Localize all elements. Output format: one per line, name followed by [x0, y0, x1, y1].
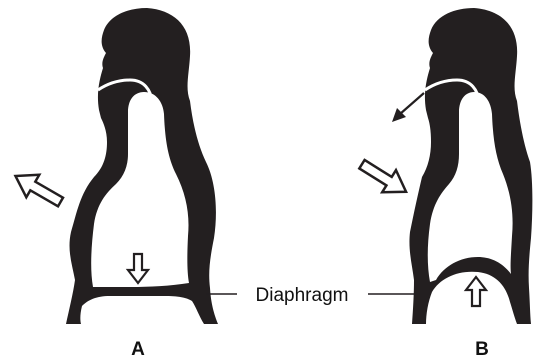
hollow-arrow-down-right-icon	[355, 153, 413, 203]
panel-b-label: B	[475, 339, 489, 358]
diaphragm-label: Diaphragm	[256, 285, 349, 306]
panel-a-label: A	[131, 339, 145, 358]
hollow-arrow-up-icon	[466, 277, 486, 306]
solid-arrow-down-left-icon	[392, 93, 424, 122]
figure-b	[409, 8, 532, 324]
hollow-arrow-up-left-icon	[9, 165, 67, 214]
